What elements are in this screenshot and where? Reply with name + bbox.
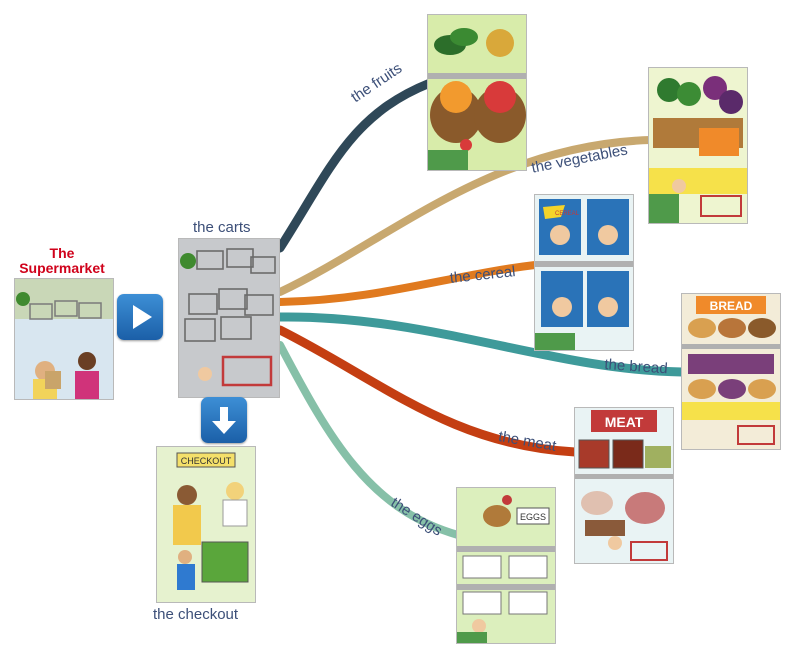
cereal-illustration: CEREAL	[535, 195, 633, 350]
bread-illustration: BREAD	[682, 294, 780, 449]
down-arrow-icon	[212, 407, 236, 434]
down-button[interactable]	[201, 397, 247, 443]
branch-bread-line	[275, 312, 687, 377]
carts-illustration	[179, 239, 279, 397]
central-label: the carts	[193, 219, 251, 236]
meat-image[interactable]: MEAT	[574, 407, 674, 564]
branch-meat-line	[275, 325, 580, 457]
checkout-label: the checkout	[153, 606, 239, 623]
eggs-sign-text: EGGS	[520, 512, 546, 522]
bread-image[interactable]: BREAD	[681, 293, 781, 450]
branch-eggs-line	[276, 341, 462, 539]
fruits-image[interactable]	[427, 14, 527, 171]
checkout-image[interactable]: CHECKOUT	[156, 446, 256, 603]
cereal-box-text: CEREAL	[555, 211, 580, 217]
carts-image[interactable]	[178, 238, 280, 398]
vegetables-image[interactable]	[648, 67, 748, 224]
eggs-illustration: EGGS	[457, 488, 555, 643]
fruits-illustration	[428, 15, 526, 170]
supermarket-illustration	[15, 279, 113, 399]
meat-sign-text: MEAT	[605, 414, 644, 430]
cereal-image[interactable]: CEREAL	[534, 194, 634, 351]
next-button[interactable]	[117, 294, 163, 340]
meat-illustration: MEAT	[575, 408, 673, 563]
branch-vegetables-line	[276, 136, 654, 296]
bread-sign-text: BREAD	[710, 299, 753, 313]
branch-cereal-line	[276, 261, 539, 306]
supermarket-image[interactable]	[14, 278, 114, 400]
checkout-illustration: CHECKOUT	[157, 447, 255, 602]
vegetables-illustration	[649, 68, 747, 223]
play-arrow-icon	[133, 305, 152, 329]
branch-fruits-line	[275, 78, 435, 253]
checkout-sign-text: CHECKOUT	[181, 456, 232, 466]
eggs-image[interactable]: EGGS	[456, 487, 556, 644]
